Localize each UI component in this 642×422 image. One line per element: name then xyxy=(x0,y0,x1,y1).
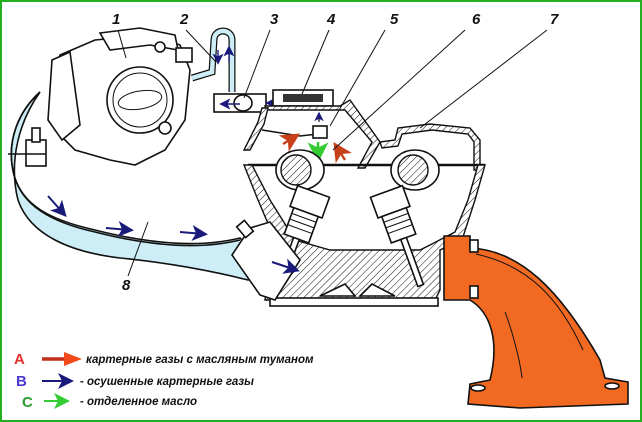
callout-2: 2 xyxy=(179,11,189,28)
callout-7: 7 xyxy=(550,11,559,28)
legend-text-a: картерные газы с масляным туманом xyxy=(86,354,314,366)
leader-lines xyxy=(117,29,548,277)
callout-4: 4 xyxy=(326,11,336,28)
callout-3: 3 xyxy=(270,11,279,28)
camshafts xyxy=(275,149,440,191)
callout-8: 8 xyxy=(122,277,131,294)
legend: A картерные газы с масляным туманом B - … xyxy=(14,351,314,411)
throttle-body xyxy=(8,27,193,167)
oily-gas-arrowhead-icon xyxy=(64,352,82,366)
callout-numbers: 1 2 3 4 5 6 7 8 xyxy=(112,11,559,294)
legend-item-b: B - осушенные картерные газы xyxy=(16,373,254,390)
breather-hose xyxy=(190,27,282,113)
legend-text-b: - осушенные картерные газы xyxy=(80,376,254,388)
legend-letter-c: C xyxy=(22,394,33,411)
exhaust-manifold xyxy=(443,235,629,409)
callout-6: 6 xyxy=(472,11,481,28)
callout-5: 5 xyxy=(390,11,399,28)
callout-1: 1 xyxy=(112,11,120,28)
legend-text-c: - отделенное масло xyxy=(80,396,197,408)
cylinder-head-cover xyxy=(242,89,485,171)
legend-letter-b: B xyxy=(16,373,27,390)
legend-letter-a: A xyxy=(14,351,25,368)
legend-item-c: C - отделенное масло xyxy=(22,393,197,411)
legend-item-a: A картерные газы с масляным туманом xyxy=(14,351,314,368)
intake-flange xyxy=(231,219,301,301)
dry-gas-flow-arrows xyxy=(47,195,208,241)
